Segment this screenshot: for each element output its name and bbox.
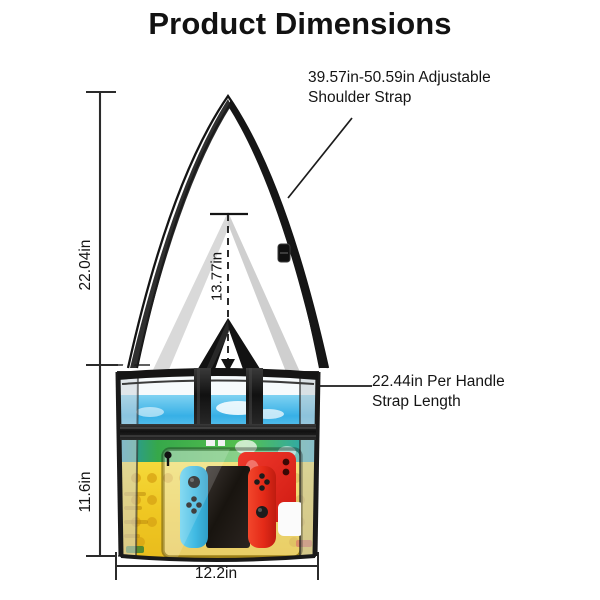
dimension-label-body-height: 11.6in: [77, 471, 94, 513]
dimension-label-width: 12.2in: [194, 565, 238, 582]
dimension-label-total-height: 22.04in: [77, 239, 94, 291]
callout-handle-strap: 22.44in Per Handle Strap Length: [372, 373, 505, 410]
dimension-label-handle-drop: 13.77in: [208, 251, 226, 302]
handle-loop: [196, 318, 262, 372]
page-title: Product Dimensions: [148, 6, 452, 41]
handle-drop-measure: [210, 212, 248, 372]
dimension-lines: [86, 90, 319, 580]
front-pocket: [161, 447, 303, 559]
callout-leader-lines: [287, 117, 372, 387]
strap-adjuster-buckle: [277, 243, 291, 263]
callout-shoulder-strap: 39.57in-50.59in Adjustable Shoulder Stra…: [308, 69, 491, 106]
zipper-pull: [164, 451, 172, 466]
handle-webbing-vertical: [194, 368, 263, 428]
shoulder-strap: [122, 86, 334, 370]
handle-straps: [152, 212, 300, 372]
webbing-band-horizontal: [120, 424, 316, 440]
